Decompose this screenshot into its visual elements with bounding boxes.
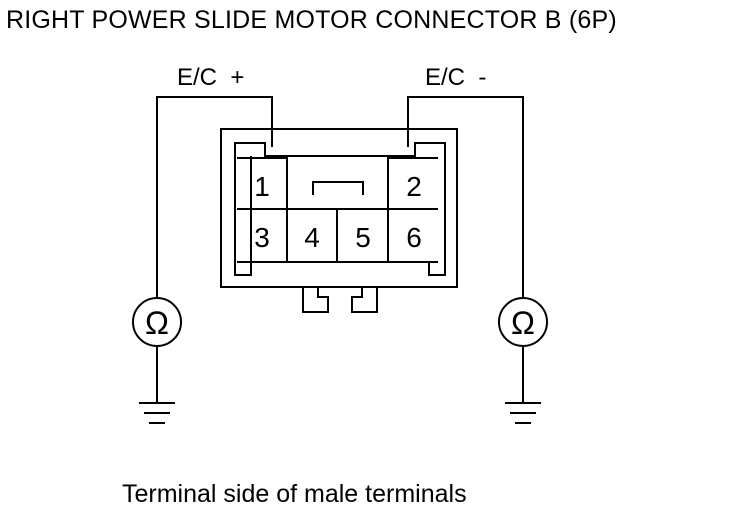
ohmmeter-right-icon: Ω <box>498 297 548 347</box>
terminal-3-label: 3 <box>254 222 270 253</box>
diagram-title: RIGHT POWER SLIDE MOTOR CONNECTOR B (6P) <box>6 6 617 34</box>
terminal-6-label: 6 <box>406 222 422 253</box>
terminal-5-label: 5 <box>355 222 371 253</box>
terminal-grid <box>237 157 438 263</box>
probe-negative-label: E/C - <box>425 64 486 91</box>
ground-left-icon <box>139 346 175 424</box>
terminal-4-label: 4 <box>304 222 320 253</box>
terminal-1-label: 1 <box>254 171 270 202</box>
probe-positive-label: E/C + <box>177 64 244 91</box>
connector-housing <box>220 128 458 313</box>
diagram-caption: Terminal side of male terminals <box>122 480 467 508</box>
ohmmeter-left-icon: Ω <box>132 297 182 347</box>
svg-text:Ω: Ω <box>145 305 169 341</box>
positive-lead-wire <box>156 96 273 298</box>
terminal-2-label: 2 <box>406 171 422 202</box>
negative-lead-wire <box>407 96 524 298</box>
svg-text:Ω: Ω <box>511 305 535 341</box>
ground-right-icon <box>505 346 541 424</box>
